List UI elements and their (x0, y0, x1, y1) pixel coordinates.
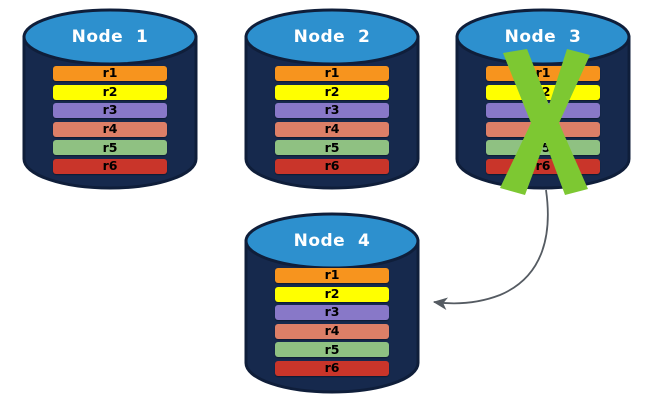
node-3-row-r3-label: r3 (535, 102, 551, 118)
node-2-rows: r1 r2 r3 r4 r5 r6 (244, 66, 420, 174)
node-1-row-r2[interactable]: r2 (53, 83, 167, 100)
node-3[interactable]: Node 3 r1 r2 r3 r4 r5 r6 (455, 8, 631, 195)
node-3-row-r3[interactable]: r3 (486, 102, 600, 119)
node-2-row-r6-label: r6 (324, 158, 340, 174)
node-1-row-r5[interactable]: r5 (53, 139, 167, 156)
node-4-row-r5[interactable]: r5 (275, 341, 389, 358)
node-1-row-r3[interactable]: r3 (53, 102, 167, 119)
node-2-row-r1[interactable]: r1 (275, 66, 389, 81)
node-2-row-r6[interactable]: r6 (275, 158, 389, 174)
arrow-node3-to-node4-path (432, 189, 549, 311)
node-4-row-r3[interactable]: r3 (275, 304, 389, 321)
node-3-row-r2-label: r2 (535, 83, 551, 99)
node-4-row-r5-label: r5 (324, 341, 340, 357)
node-4-row-r4-label: r4 (324, 323, 340, 339)
node-4-rows: r1 r2 r3 r4 r5 r6 (244, 268, 420, 376)
node-3-rows: r1 r2 r3 r4 r5 r6 (455, 66, 631, 174)
node-1-row-r1-label: r1 (102, 65, 118, 81)
node-2-row-r3[interactable]: r3 (275, 102, 389, 119)
node-4[interactable]: Node 4 r1 r2 r3 r4 r5 r6 (244, 212, 420, 394)
node-1-row-r1[interactable]: r1 (53, 66, 167, 81)
node-1-row-r6-label: r6 (102, 158, 118, 174)
node-4-row-r2-label: r2 (324, 285, 340, 301)
node-3-row-r1-label: r1 (535, 65, 551, 81)
node-2-row-r4[interactable]: r4 (275, 121, 389, 137)
node-4-row-r4[interactable]: r4 (275, 323, 389, 339)
node-4-row-r6-label: r6 (324, 360, 340, 376)
node-2-row-r2-label: r2 (324, 83, 340, 99)
node-2[interactable]: Node 2 r1 r2 r3 r4 r5 r6 (244, 8, 420, 190)
node-2-row-r2[interactable]: r2 (275, 83, 389, 100)
node-4-row-r1-label: r1 (324, 267, 340, 283)
node-4-row-r1[interactable]: r1 (275, 268, 389, 283)
node-1-row-r5-label: r5 (102, 139, 118, 155)
node-2-row-r5-label: r5 (324, 139, 340, 155)
node-3-row-r5[interactable]: r5 (486, 139, 600, 156)
node-3-row-r6[interactable]: r6 (486, 158, 600, 174)
node-3-row-r6-label: r6 (535, 158, 551, 174)
node-3-row-r2[interactable]: r2 (486, 83, 600, 100)
node-3-row-r4-label: r4 (535, 121, 551, 137)
node-3-row-r1[interactable]: r1 (486, 66, 600, 81)
node-1-row-r6[interactable]: r6 (53, 158, 167, 174)
node-1-row-r3-label: r3 (102, 102, 118, 118)
node-1[interactable]: Node 1 r1 r2 r3 r4 r5 r6 (22, 8, 198, 190)
node-3-row-r4[interactable]: r4 (486, 121, 600, 137)
node-2-row-r3-label: r3 (324, 102, 340, 118)
node-2-row-r1-label: r1 (324, 65, 340, 81)
node-3-row-r5-label: r5 (535, 139, 551, 155)
node-1-row-r4-label: r4 (102, 121, 118, 137)
node-2-row-r4-label: r4 (324, 121, 340, 137)
node-4-row-r2[interactable]: r2 (275, 285, 389, 302)
node-4-row-r3-label: r3 (324, 304, 340, 320)
node-4-row-r6[interactable]: r6 (275, 360, 389, 376)
node-2-row-r5[interactable]: r5 (275, 139, 389, 156)
node-1-rows: r1 r2 r3 r4 r5 r6 (22, 66, 198, 174)
node-1-row-r4[interactable]: r4 (53, 121, 167, 137)
node-1-row-r2-label: r2 (102, 83, 118, 99)
